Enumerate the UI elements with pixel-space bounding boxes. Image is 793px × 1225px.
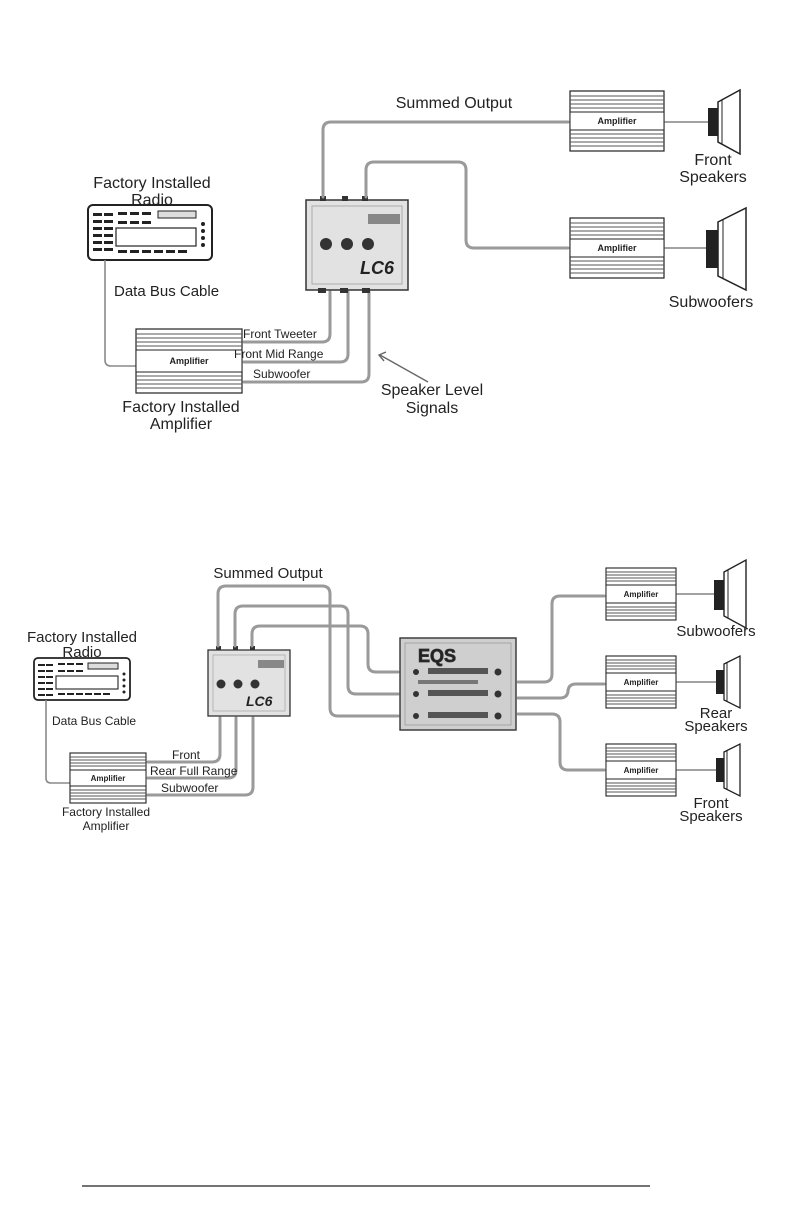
radio-display bbox=[115, 227, 197, 247]
wire-front-tweeter bbox=[242, 290, 332, 344]
wire-front-mid bbox=[242, 290, 350, 364]
lc6-processor: LC6 bbox=[305, 196, 409, 293]
factory-amp2-label-line2: Amplifier bbox=[83, 819, 130, 833]
radio2-display bbox=[55, 675, 119, 690]
lc6-logo-2: LC6 bbox=[246, 693, 273, 709]
front-speakers-label-line2: Speakers bbox=[679, 169, 747, 186]
factory-amp2-box-label: Amplifier bbox=[91, 774, 126, 783]
amp-sub-box-label: Amplifier bbox=[597, 243, 637, 253]
radio2-cd-slot bbox=[87, 662, 119, 670]
diagram-1: Factory Installed Radio Data Bus Cable bbox=[87, 88, 754, 433]
wire2-out-sub bbox=[516, 594, 606, 684]
amp2-sub-label: Amplifier bbox=[624, 590, 659, 599]
wire2-summed-1 bbox=[216, 584, 400, 718]
front-speaker-icon-2 bbox=[716, 742, 741, 798]
outputs-2-speaker-line2: Speakers bbox=[679, 808, 742, 825]
amplifier-2-rear: Amplifier bbox=[605, 655, 677, 709]
data-bus-label: Data Bus Cable bbox=[114, 283, 219, 300]
wire2-front bbox=[146, 716, 222, 764]
outputs-2-speaker-line1: Front bbox=[693, 795, 729, 812]
summed-output-label: Summed Output bbox=[396, 95, 513, 112]
summed-output-label-2: Summed Output bbox=[213, 565, 323, 582]
radio2-label-line2: Radio bbox=[62, 644, 101, 661]
rear-speaker-icon bbox=[716, 654, 741, 710]
factory-radio-2: Factory Installed Radio bbox=[27, 629, 137, 701]
wire-summed-sub bbox=[364, 160, 570, 250]
speaker-level-label-line1: Speaker Level bbox=[381, 382, 483, 399]
factory-amp-label-line2: Amplifier bbox=[150, 416, 213, 433]
diagram-2: Factory Installed Radio Data Bus Cable bbox=[27, 558, 756, 833]
wire2-summed-2 bbox=[233, 604, 400, 696]
radio-label-line1: Factory Installed bbox=[93, 175, 210, 192]
radio2-buttons bbox=[38, 663, 126, 696]
eqs-logo: EQS bbox=[418, 646, 456, 666]
lc6-processor-2: LC6 bbox=[207, 646, 291, 717]
radio-cd-slot bbox=[157, 210, 197, 219]
factory-amplifier-2: Amplifier bbox=[69, 752, 147, 804]
subwoofer-icon-2 bbox=[714, 558, 747, 630]
factory-amp-box-label: Amplifier bbox=[169, 356, 209, 366]
wire2-out-rear bbox=[516, 682, 606, 700]
amplifier-2-sub: Amplifier bbox=[605, 567, 677, 621]
amp-front-box-label: Amplifier bbox=[597, 116, 637, 126]
amplifier-front: Amplifier bbox=[569, 90, 665, 152]
wire2-summed-3 bbox=[250, 624, 400, 674]
wire2-out-front bbox=[516, 712, 606, 772]
channel2-label-2: Rear Full Range bbox=[150, 764, 238, 778]
subwoofer-icon bbox=[706, 206, 747, 292]
channel-label-1: Front Tweeter bbox=[243, 327, 317, 341]
data-bus-cable bbox=[104, 260, 138, 367]
wire-subwoofer bbox=[242, 290, 371, 384]
front-speaker-icon bbox=[708, 88, 741, 156]
amplifier-sub: Amplifier bbox=[569, 217, 665, 279]
amp2-front-label: Amplifier bbox=[624, 766, 659, 775]
subwoofers-label: Subwoofers bbox=[669, 294, 754, 311]
radio-buttons bbox=[93, 212, 205, 253]
speaker-level-arrow bbox=[379, 354, 429, 383]
radio2-label-line1: Factory Installed bbox=[27, 629, 137, 646]
lc6-logo: LC6 bbox=[360, 258, 395, 278]
wire-summed-front bbox=[321, 120, 570, 199]
eqs-equalizer: EQS bbox=[399, 637, 517, 731]
factory-radio: Factory Installed Radio bbox=[87, 175, 213, 261]
wire2-sub bbox=[146, 716, 255, 797]
front-speakers-label-line1: Front bbox=[694, 152, 732, 169]
outputs-1-speaker-line1: Rear bbox=[700, 705, 733, 722]
wire2-rear bbox=[146, 716, 238, 780]
factory-amp2-label-line1: Factory Installed bbox=[62, 805, 150, 819]
outputs-0-speaker-line1: Subwoofers bbox=[676, 623, 755, 640]
channel-label-2: Front Mid Range bbox=[234, 347, 324, 361]
channel2-label-1: Front bbox=[172, 748, 201, 762]
channel2-label-3: Subwoofer bbox=[161, 781, 218, 795]
amp2-rear-label: Amplifier bbox=[624, 678, 659, 687]
factory-amplifier: Amplifier bbox=[135, 328, 243, 394]
data-bus-label-2: Data Bus Cable bbox=[52, 714, 136, 728]
amplifier-2-front: Amplifier bbox=[605, 743, 677, 797]
channel-label-3: Subwoofer bbox=[253, 367, 310, 381]
arrow-head-icon bbox=[377, 351, 387, 362]
speaker-level-label-line2: Signals bbox=[406, 400, 458, 417]
outputs-1-speaker-line2: Speakers bbox=[684, 718, 747, 735]
data-bus-cable-2 bbox=[45, 700, 70, 784]
factory-amp-label-line1: Factory Installed bbox=[122, 399, 239, 416]
